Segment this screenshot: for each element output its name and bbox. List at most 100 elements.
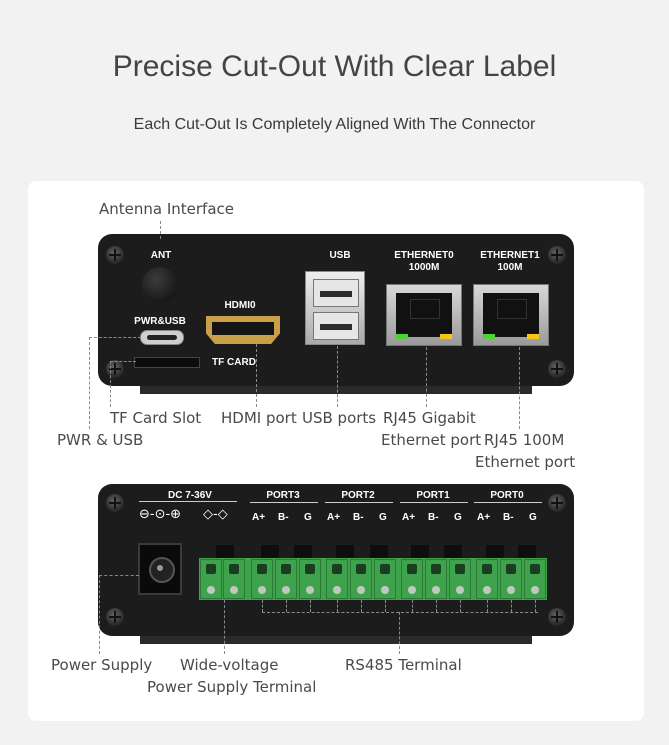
usb-leader-line bbox=[337, 346, 338, 407]
ethernet0-label: ETHERNET0 bbox=[394, 250, 454, 261]
screw-icon bbox=[106, 360, 124, 378]
screw-icon bbox=[106, 246, 124, 264]
power-supply-annotation: Power Supply bbox=[51, 656, 153, 674]
pwr-usb-leader-line bbox=[89, 337, 141, 338]
pwr-usb-annotation: PWR & USB bbox=[57, 431, 144, 449]
pin-g-label: G bbox=[454, 512, 462, 523]
hdmi-leader-line bbox=[256, 344, 257, 407]
ethernet1-label: ETHERNET1 bbox=[480, 250, 540, 261]
terminal-slot bbox=[326, 559, 348, 599]
terminal-head bbox=[336, 545, 354, 559]
rs485-leader-line bbox=[412, 600, 413, 612]
terminal-slot bbox=[476, 559, 498, 599]
rs485-leader-line bbox=[535, 600, 536, 612]
rs485-annotation: RS485 Terminal bbox=[345, 656, 462, 674]
pin-a-label: A+ bbox=[252, 512, 266, 523]
polarity-icon: ◇-◇ bbox=[203, 507, 228, 522]
usb-ports-annotation: USB ports bbox=[302, 409, 377, 427]
wide-voltage-leader-line bbox=[224, 600, 225, 654]
hdmi-port-annotation: HDMI port bbox=[221, 409, 297, 427]
terminal-head bbox=[518, 545, 536, 559]
usb-c-port bbox=[140, 330, 184, 345]
tf-card-leader-line bbox=[110, 361, 136, 362]
antenna-interface-annotation: Antenna Interface bbox=[99, 200, 235, 218]
wide-voltage-annotation-line2: Power Supply Terminal bbox=[147, 678, 317, 696]
terminal-slot bbox=[299, 559, 321, 599]
port-divider-line bbox=[250, 502, 318, 503]
rj45-gigabit-port bbox=[386, 284, 462, 346]
tf-card-slot bbox=[134, 357, 200, 368]
rj45-100m-port bbox=[473, 284, 549, 346]
pwr-usb-label: PWR&USB bbox=[134, 316, 186, 327]
port1-label: PORT1 bbox=[416, 490, 450, 501]
rs485-leader-line bbox=[286, 600, 287, 612]
terminal-slot bbox=[251, 559, 273, 599]
terminal-head bbox=[294, 545, 312, 559]
ethernet1-speed-label: 100M bbox=[497, 262, 523, 273]
rs485-leader-line bbox=[511, 600, 512, 612]
screw-icon bbox=[548, 360, 566, 378]
port3-label: PORT3 bbox=[266, 490, 300, 501]
terminal-slot bbox=[425, 559, 447, 599]
pin-a-label: A+ bbox=[477, 512, 491, 523]
power-supply-leader-line bbox=[99, 575, 100, 654]
terminal-head bbox=[444, 545, 462, 559]
rj45-gigabit-annotation: RJ45 Gigabit bbox=[383, 409, 476, 427]
port2-label: PORT2 bbox=[341, 490, 375, 501]
pin-g-label: G bbox=[379, 512, 387, 523]
terminal-slot bbox=[449, 559, 471, 599]
port0-label: PORT0 bbox=[490, 490, 524, 501]
terminal-slot bbox=[500, 559, 522, 599]
pin-a-label: A+ bbox=[402, 512, 416, 523]
port-divider-line bbox=[325, 502, 393, 503]
usb-label: USB bbox=[329, 250, 351, 261]
terminal-slot bbox=[401, 559, 423, 599]
terminal-slot bbox=[200, 559, 222, 599]
rs485-leader-line bbox=[262, 600, 263, 612]
terminal-head bbox=[411, 545, 429, 559]
tf-card-slot-annotation: TF Card Slot bbox=[110, 409, 202, 427]
rj45-gigabit-leader-line bbox=[426, 347, 427, 407]
tf-card-label: TF CARD bbox=[212, 357, 256, 368]
dc-voltage-label: DC 7-36V bbox=[168, 490, 212, 501]
rj45-100m-annotation-line2: Ethernet port bbox=[475, 453, 576, 471]
rs485-leader-line bbox=[361, 600, 362, 612]
terminal-head bbox=[486, 545, 504, 559]
screw-icon bbox=[548, 608, 566, 626]
pin-b-label: B- bbox=[278, 512, 289, 523]
screw-icon bbox=[548, 246, 566, 264]
port-divider-line bbox=[400, 502, 468, 503]
terminal-head bbox=[370, 545, 388, 559]
power-supply-leader-line bbox=[99, 575, 139, 576]
terminal-slot bbox=[374, 559, 396, 599]
dc-barrel-jack bbox=[138, 543, 182, 595]
terminal-slot bbox=[223, 559, 245, 599]
terminal-slot bbox=[524, 559, 546, 599]
antenna-connector bbox=[142, 267, 178, 303]
polarity-icon: ⊖-⊙-⊕ bbox=[139, 507, 182, 522]
pin-b-label: B- bbox=[353, 512, 364, 523]
terminal-head bbox=[261, 545, 279, 559]
screw-icon bbox=[106, 608, 124, 626]
tf-card-leader-line bbox=[110, 361, 111, 407]
rs485-leader-line bbox=[399, 612, 400, 654]
port-divider-line bbox=[474, 502, 542, 503]
rs485-leader-line bbox=[487, 600, 488, 612]
antenna-leader-line bbox=[160, 221, 161, 239]
hdmi-port bbox=[206, 316, 280, 344]
screw-icon bbox=[106, 494, 124, 512]
rs485-leader-line bbox=[262, 612, 538, 613]
pin-b-label: B- bbox=[503, 512, 514, 523]
rs485-leader-line bbox=[436, 600, 437, 612]
rs485-leader-line bbox=[460, 600, 461, 612]
pin-a-label: A+ bbox=[327, 512, 341, 523]
wide-voltage-annotation: Wide-voltage bbox=[180, 656, 279, 674]
pin-g-label: G bbox=[529, 512, 537, 523]
usb-port-stack bbox=[305, 271, 365, 345]
terminal-head bbox=[216, 545, 234, 559]
rj45-100m-leader-line bbox=[519, 347, 520, 429]
rj45-100m-annotation: RJ45 100M bbox=[484, 431, 565, 449]
pin-g-label: G bbox=[304, 512, 312, 523]
page-subtitle: Each Cut-Out Is Completely Aligned With … bbox=[133, 116, 536, 133]
port-divider-line bbox=[139, 501, 237, 502]
